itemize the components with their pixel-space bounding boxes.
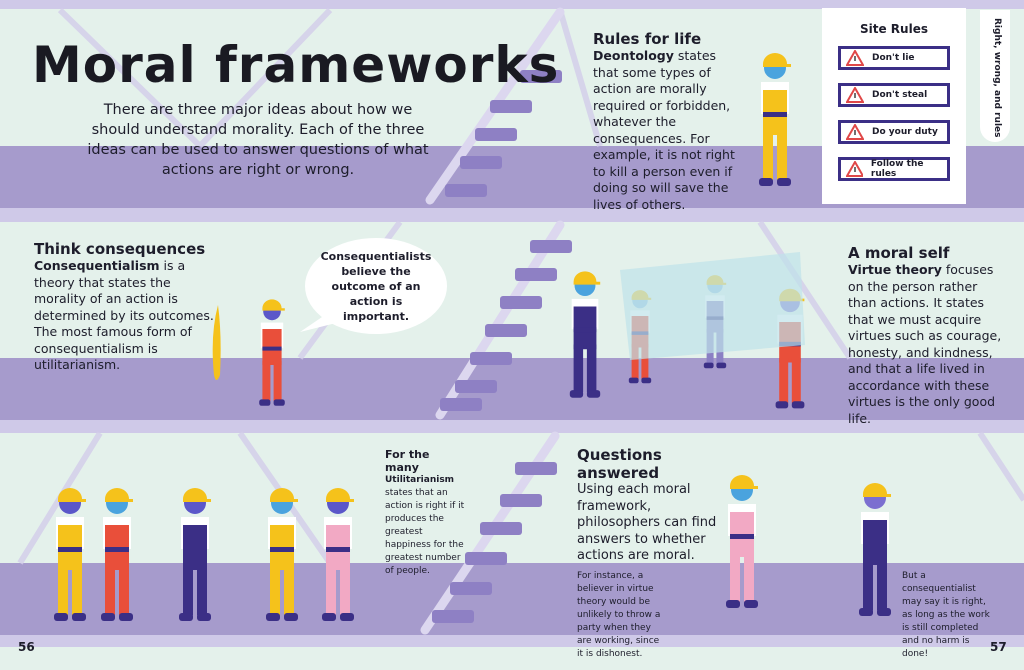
construction-worker-figure <box>322 488 354 621</box>
site-rule-item: Don't steal <box>838 83 950 107</box>
construction-worker-figure <box>259 299 285 406</box>
body-text: focuses on the person rather than action… <box>848 262 1002 426</box>
stair-step <box>485 324 527 337</box>
construction-worker-figure <box>101 488 133 621</box>
section-heading: Think consequences <box>34 240 206 258</box>
construction-worker-figure <box>54 488 86 621</box>
chapter-tab-label: Right, wrong, and rules <box>992 18 1002 138</box>
warning-icon <box>846 87 864 103</box>
construction-worker-figure <box>726 475 758 608</box>
scaffold-beam <box>0 208 1024 222</box>
site-rule-item: Follow the rules <box>838 157 950 181</box>
stair-step <box>475 128 517 141</box>
warning-icon <box>846 50 864 66</box>
scaffold-beam <box>0 0 1024 9</box>
speech-bubble: Consequentialists believe the outcome of… <box>305 238 447 334</box>
page-number-left: 56 <box>18 640 35 654</box>
stair-step <box>470 352 512 365</box>
moral-self-section: A moral self Virtue theory focuses on th… <box>848 244 1008 427</box>
stair-step <box>455 380 497 393</box>
body-text: is a theory that states the morality of … <box>34 258 214 372</box>
chapter-tab: Right, wrong, and rules <box>980 10 1010 142</box>
stair-step <box>460 156 502 169</box>
stair-step <box>480 522 522 535</box>
stair-step <box>520 70 562 83</box>
section-heading: Questions answered <box>577 446 662 482</box>
warning-icon <box>846 161 863 177</box>
stair-step <box>465 552 507 565</box>
section-heading: Rules for life <box>593 30 702 48</box>
stair-step <box>515 462 557 475</box>
rules-for-life-section: Rules for life Deontology states that so… <box>593 30 743 213</box>
stair-step <box>500 494 542 507</box>
page-title: Moral frameworks <box>32 36 560 94</box>
questions-answered-section: Questions answered Using each moral fram… <box>577 446 737 565</box>
site-rule-label: Don't lie <box>872 53 915 63</box>
site-rules-heading: Site Rules <box>860 22 928 36</box>
site-rule-item: Do your duty <box>838 120 950 144</box>
section-heading: For the many <box>385 448 430 474</box>
construction-worker-figure <box>759 53 791 186</box>
term: Consequentialism <box>34 258 160 273</box>
scaffold-floor <box>0 358 1024 420</box>
page-number-right: 57 <box>990 640 1007 654</box>
stair-step <box>515 268 557 281</box>
site-rule-item: Don't lie <box>838 46 950 70</box>
construction-worker-figure <box>266 488 298 621</box>
stair-step <box>450 582 492 595</box>
body-text: states that an action is right if it pro… <box>385 488 465 576</box>
stair-step <box>445 184 487 197</box>
body-text: Using each moral framework, philosophers… <box>577 482 717 563</box>
stair-step <box>440 398 482 411</box>
body-text: states that some types of action are mor… <box>593 48 735 212</box>
caption-consequentialist: But a consequentialist may say it is rig… <box>902 571 990 659</box>
stair-step <box>530 240 572 253</box>
construction-worker-figure <box>569 271 601 398</box>
term: Utilitarianism <box>385 475 455 485</box>
warning-icon <box>846 124 864 140</box>
construction-worker-figure <box>859 483 891 616</box>
term: Virtue theory <box>848 262 942 277</box>
construction-worker-figure <box>179 488 211 621</box>
scaffold-floor <box>0 563 1024 635</box>
site-rule-label: Do your duty <box>872 127 938 137</box>
scaffold-beam <box>0 635 1024 647</box>
site-rule-label: Follow the rules <box>870 159 924 179</box>
scaffold-beam <box>0 420 1024 433</box>
think-consequences-section: Think consequences Consequentialism is a… <box>34 240 219 374</box>
term: Deontology <box>593 48 674 63</box>
for-the-many-section: For the many Utilitarianism states that … <box>385 448 465 578</box>
section-heading: A moral self <box>848 244 950 262</box>
site-rule-label: Don't steal <box>872 90 928 100</box>
caption-virtue: For instance, a believer in virtue theor… <box>577 571 661 659</box>
stair-step <box>490 100 532 113</box>
stair-step <box>432 610 474 623</box>
stair-step <box>500 296 542 309</box>
intro-text: There are three major ideas about how we… <box>87 102 429 178</box>
